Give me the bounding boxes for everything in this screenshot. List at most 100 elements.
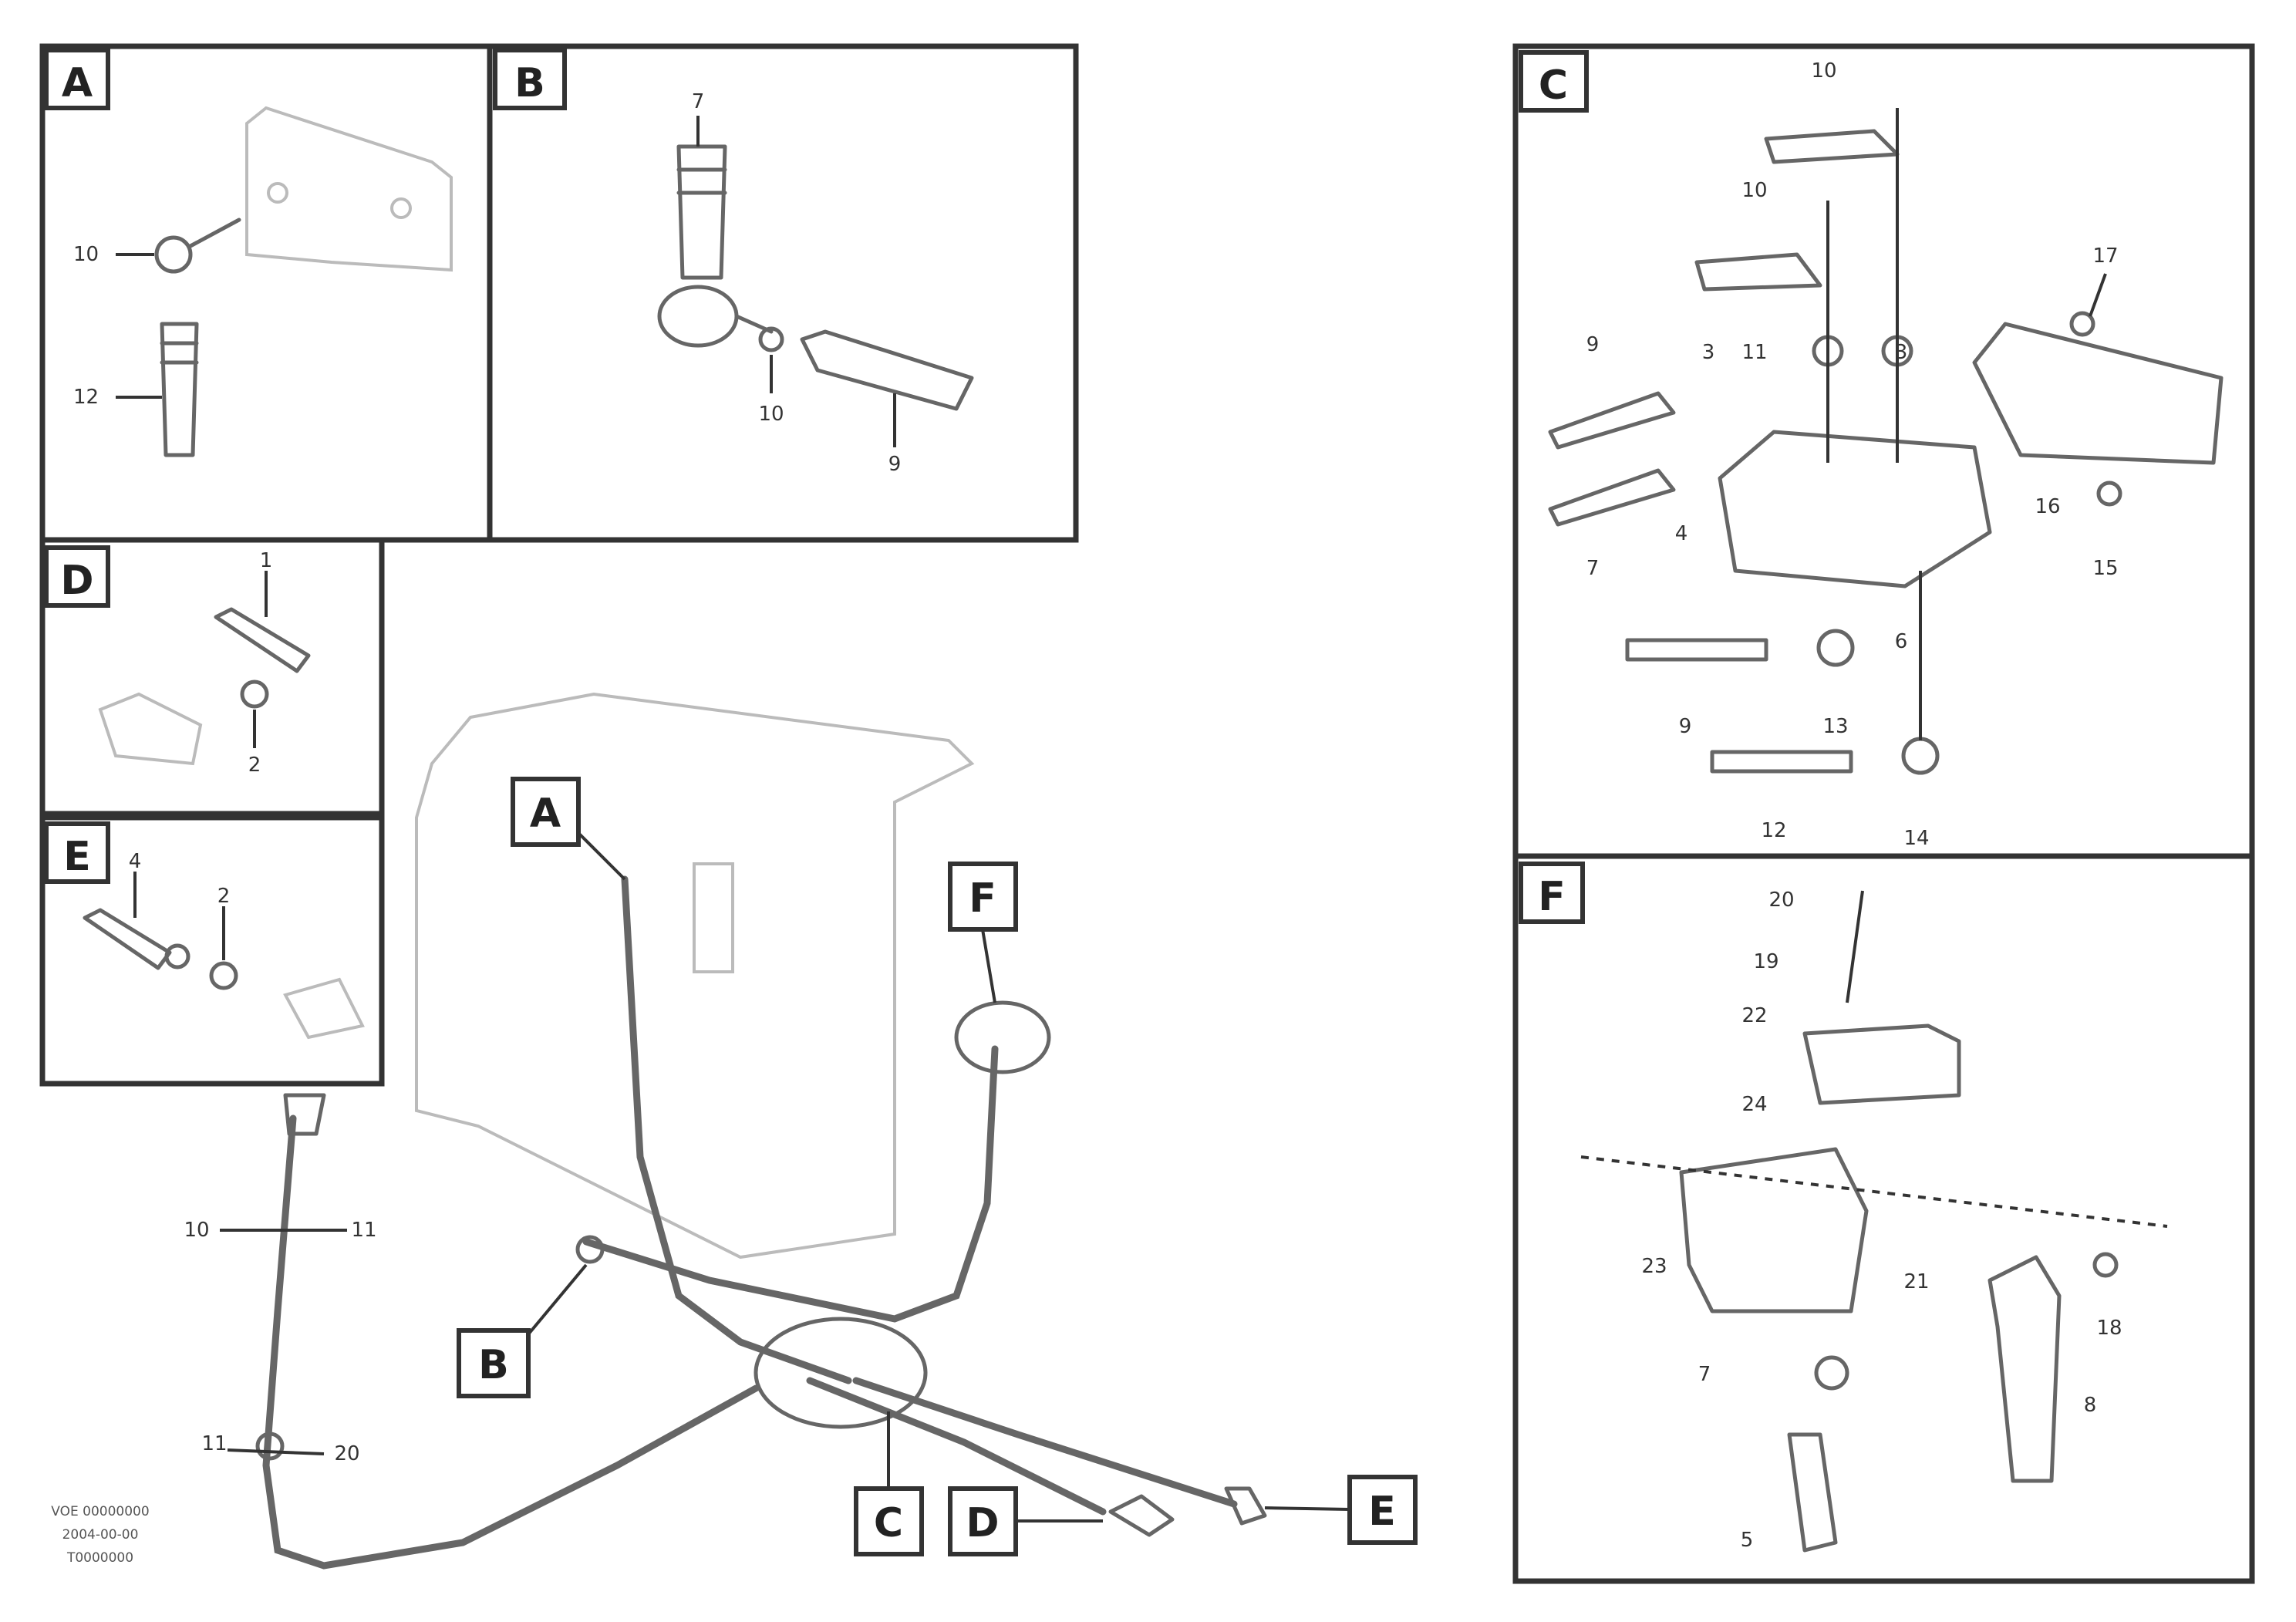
callout-label: 4 (1675, 522, 1688, 545)
pipe-bottom (1710, 750, 1853, 774)
overview-tag-d-box (948, 1486, 1018, 1556)
mounting-bracket (1679, 1147, 1869, 1313)
callout-label: 8 (2084, 1394, 2097, 1417)
reference-line-3: T0000000 (66, 1550, 133, 1566)
fitting-icon (255, 1431, 285, 1461)
callout-label: 22 (1741, 1004, 1767, 1027)
callout-label: 24 (1741, 1093, 1767, 1116)
valve-block-outline (245, 106, 453, 272)
callout-label: 23 (1641, 1255, 1667, 1278)
panel-a: A 10 12 (39, 43, 493, 543)
pipe-top (1764, 129, 1900, 164)
panel-d-tag: D (60, 558, 93, 604)
callout-label: 15 (2092, 557, 2118, 580)
hose-d (806, 1377, 1107, 1516)
callout-label: 11 (351, 1219, 376, 1242)
hose-f (582, 1045, 999, 1323)
panel-f-tag-box (1519, 862, 1585, 924)
fitting-rings (160, 341, 199, 365)
port (267, 182, 288, 204)
panel-b-tag: B (514, 60, 545, 106)
callout-label: 7 (1698, 1363, 1711, 1386)
fitting-icon (1814, 1355, 1849, 1391)
hose-end-fitting (160, 322, 199, 457)
dashed-axis (1580, 1155, 2168, 1228)
callout-label: 7 (692, 90, 705, 113)
panel-f-tag: F (1538, 874, 1566, 920)
overview-tag-e-box (1347, 1475, 1418, 1545)
block-outline (283, 977, 365, 1040)
nut-icon (164, 943, 190, 969)
panel-f: F 20 19 22 24 21 23 7 8 18 5 (1512, 853, 2255, 1584)
control-valve-body (1718, 430, 1992, 588)
panel-d-tag-box (44, 545, 110, 608)
callout-label: 1 (260, 549, 273, 572)
callout-label: 3 (1895, 341, 1908, 364)
callout-label: 3 (1702, 341, 1715, 364)
overview-tag-e: E (1368, 1489, 1396, 1535)
fitting-e (1224, 1486, 1267, 1526)
hose-end (1787, 1432, 1838, 1553)
callout-label: 9 (888, 453, 902, 476)
callout-label: 6 (1895, 630, 1908, 653)
panel-d: D 1 2 (39, 537, 385, 817)
callout-label: 5 (1741, 1529, 1754, 1552)
callout-label: 10 (1741, 179, 1767, 202)
overview-tag-f: F (969, 875, 996, 922)
callout-label: 13 (1822, 715, 1848, 738)
panel-c-frame (1512, 43, 2255, 859)
callout-label: 20 (1768, 889, 1794, 912)
fitting-stem (187, 218, 241, 249)
callout-label: 12 (1761, 819, 1786, 842)
fitting-icon (575, 1235, 605, 1264)
solenoid-assembly (954, 1000, 1051, 1074)
panel-b-tag-box (493, 48, 567, 110)
hose-segment (214, 607, 311, 673)
pipe-left-upper (1548, 391, 1676, 450)
panel-f-frame (1512, 853, 2255, 1584)
callout-label: 12 (73, 386, 99, 409)
tank-outline (415, 692, 975, 1259)
panel-c-tag-box (1519, 50, 1589, 113)
callout-label: 11 (1741, 341, 1767, 364)
fitting-d (1108, 1494, 1175, 1537)
overview-tag-a: A (530, 791, 561, 837)
panel-c: C 10 10 17 9 3 11 3 7 4 16 15 6 13 9 12 (1512, 43, 2255, 859)
leader-line (981, 929, 996, 1003)
leader-line (1264, 1506, 1350, 1511)
panel-b-frame (487, 43, 1079, 543)
callout-label: 18 (2096, 1317, 2122, 1340)
fitting-icon (209, 961, 238, 990)
panel-b: B 7 10 9 (487, 43, 1079, 543)
panel-e-tag-box (44, 821, 110, 884)
hose-a (621, 875, 852, 1384)
tank-plate (693, 862, 734, 973)
overview-tag-d: D (966, 1500, 999, 1546)
leader-line (527, 1263, 588, 1336)
overview-tag-c: C (874, 1500, 903, 1546)
hose-e (852, 1377, 1238, 1508)
callout-label: 10 (1811, 59, 1836, 83)
panel-e-frame (39, 814, 385, 1087)
callout-label: 11 (201, 1432, 227, 1455)
hose-left (262, 1114, 760, 1570)
fitting-icon (2069, 311, 2095, 337)
overview-tag-b: B (478, 1342, 509, 1388)
elbow-fitting-icon (154, 235, 193, 274)
solenoid-valve (1802, 1023, 1961, 1105)
callout-label: 10 (184, 1219, 209, 1242)
callout-label: 7 (1586, 557, 1600, 580)
control-valve-assembly (754, 1317, 928, 1429)
fitting-icon (2092, 1252, 2119, 1278)
panel-e: E 4 2 (39, 814, 385, 1087)
pipe-section (800, 329, 974, 411)
callout-label: 16 (2035, 495, 2060, 518)
callout-label: 10 (758, 403, 784, 426)
hose-top-fitting (283, 1093, 326, 1136)
callout-label: 14 (1903, 827, 1929, 850)
fitting-icon (2096, 481, 2122, 507)
panel-c-tag: C (1539, 62, 1568, 109)
reference-line-2: 2004-00-00 (62, 1527, 139, 1543)
callout-label: 2 (248, 754, 261, 777)
